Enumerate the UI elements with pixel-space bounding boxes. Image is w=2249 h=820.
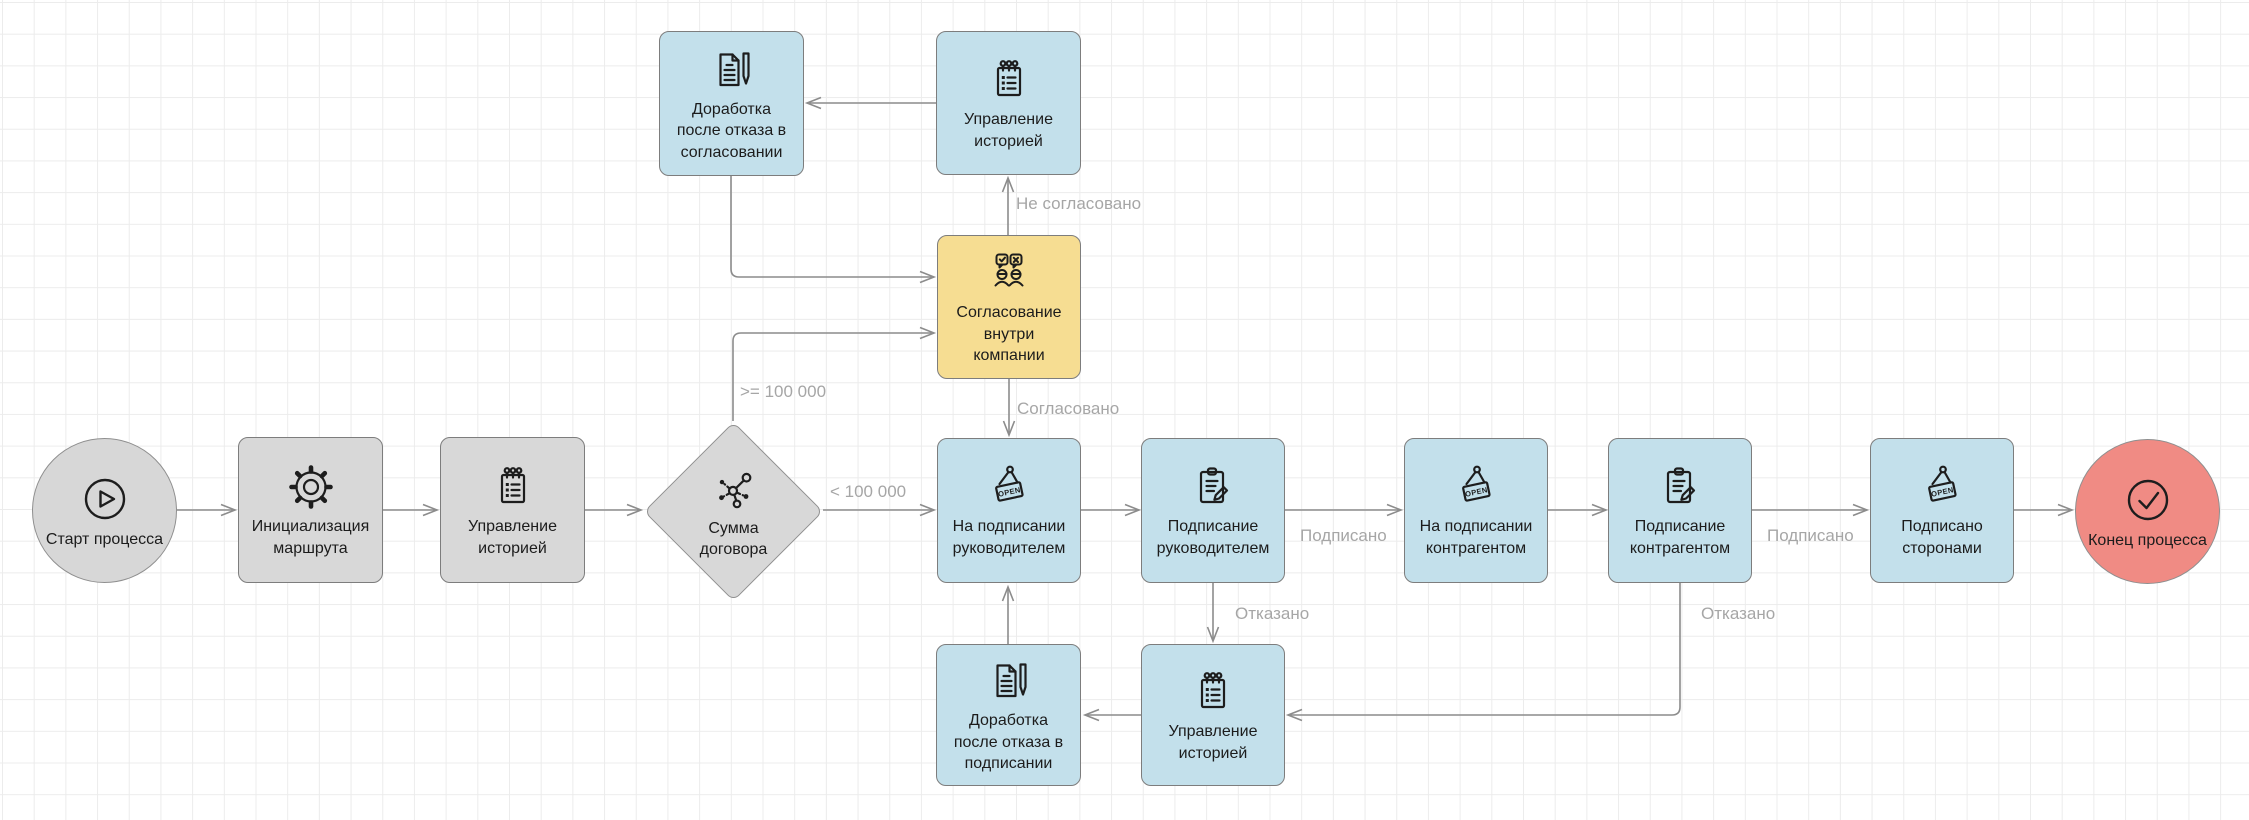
node-lead-signing[interactable]: Подписание руководителем — [1141, 438, 1285, 583]
edge-label-approved: Согласовано — [1017, 399, 1119, 418]
node-label: Доработка после отказа в согласовании — [676, 100, 787, 161]
node-label: Сумма договора — [699, 519, 768, 558]
node-label: Старт процесса — [45, 530, 164, 548]
node-label: Согласование внутри компании — [956, 304, 1062, 365]
edge-label-signed-counterparty: Подписано — [1767, 526, 1854, 545]
node-history-main[interactable]: Управление историей — [440, 437, 585, 583]
node-label: Инициализация маршрута — [251, 517, 370, 557]
approval-people-icon — [983, 247, 1035, 299]
node-label: Конец процесса — [2088, 531, 2207, 549]
edge-label-not-approved: Не согласовано — [1016, 194, 1141, 213]
edge-label-signed-lead: Подписано — [1300, 526, 1387, 545]
gear-icon — [285, 461, 337, 513]
checklist-icon — [487, 461, 539, 513]
node-end[interactable]: Конец процесса — [2075, 439, 2220, 584]
node-label: Управление историей — [964, 110, 1053, 150]
node-counterparty-signing[interactable]: Подписание контрагентом — [1608, 438, 1752, 583]
edge-label-rejected-counterparty: Отказано — [1701, 604, 1775, 623]
node-waiting-counterparty-signature[interactable]: На подписании контрагентом — [1404, 438, 1548, 583]
open-sign-icon — [1450, 461, 1502, 513]
node-waiting-lead-signature[interactable]: На подписании руководителем — [937, 438, 1081, 583]
node-internal-approval[interactable]: Согласование внутри компании — [937, 235, 1081, 379]
node-label: Подписание контрагентом — [1629, 518, 1731, 557]
play-circle-icon — [77, 471, 133, 527]
node-history-bottom[interactable]: Управление историей — [1141, 644, 1285, 786]
edge-decision-approval — [732, 326, 937, 421]
node-history-top[interactable]: Управление историей — [936, 31, 1081, 175]
node-label: Доработка после отказа в подписании — [953, 712, 1064, 773]
node-label: На подписании руководителем — [952, 518, 1066, 557]
node-label: На подписании контрагентом — [1419, 518, 1533, 557]
node-start[interactable]: Старт процесса — [32, 438, 177, 583]
document-edit-icon — [983, 655, 1035, 707]
edge-label-lt-100000: < 100 000 — [830, 482, 906, 501]
edge-label-rejected-lead: Отказано — [1235, 604, 1309, 623]
node-label: Управление историей — [468, 517, 557, 557]
node-signed-by-parties[interactable]: Подписано сторонами — [1870, 438, 2014, 583]
network-icon — [708, 462, 760, 514]
open-sign-icon — [1916, 461, 1968, 513]
document-edit-icon — [706, 44, 758, 96]
node-decision-contract-sum[interactable]: Сумма договора — [643, 421, 824, 602]
checklist-icon — [1187, 666, 1239, 718]
clipboard-sign-icon — [1187, 461, 1239, 513]
node-rework-after-sign-reject[interactable]: Доработка после отказа в подписании — [936, 644, 1081, 786]
node-label: Подписание руководителем — [1156, 518, 1270, 557]
edge-rework-approval — [730, 176, 937, 284]
node-label: Подписано сторонами — [1901, 518, 1983, 557]
clipboard-sign-icon — [1654, 461, 1706, 513]
edge-signing-cp-history-bottom — [1285, 583, 1681, 722]
node-route-init[interactable]: Инициализация маршрута — [238, 437, 383, 583]
node-label: Управление историей — [1168, 722, 1258, 762]
edge-label-gte-100000: >= 100 000 — [740, 382, 826, 401]
check-circle-icon — [2120, 472, 2176, 528]
checklist-icon — [983, 54, 1035, 106]
open-sign-icon — [983, 461, 1035, 513]
node-rework-after-approval-reject[interactable]: Доработка после отказа в согласовании — [659, 31, 804, 176]
